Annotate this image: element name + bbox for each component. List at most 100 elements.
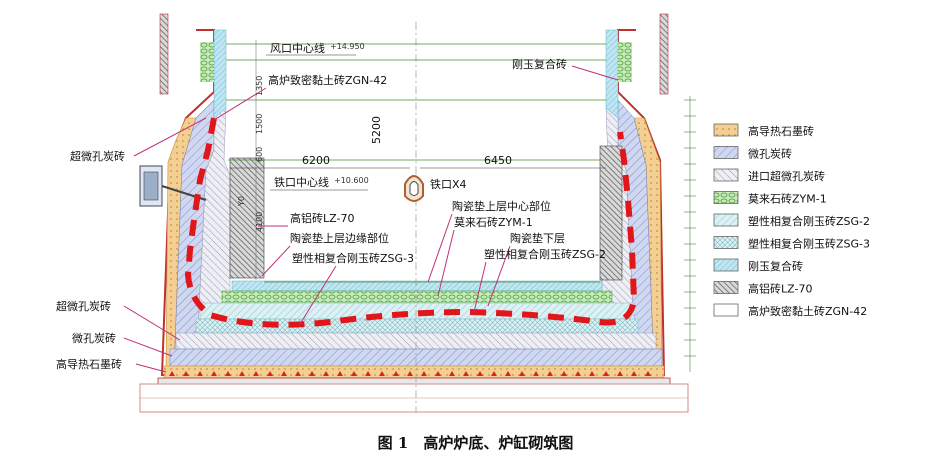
cooling-pipe-mark xyxy=(491,371,497,376)
cooling-pipe-mark xyxy=(239,371,245,376)
legend-swatch xyxy=(713,213,739,227)
legend-swatch xyxy=(713,168,739,182)
cooling-pipe-mark xyxy=(183,371,189,376)
alumina-wall-right xyxy=(599,145,623,281)
legend-label: 高导热石墨砖 xyxy=(748,124,814,138)
label-ceramic-lower: 陶瓷垫下层 xyxy=(510,231,565,245)
cooling-pipe-mark xyxy=(505,371,511,376)
taphole-shape xyxy=(404,175,424,202)
cooling-pipes xyxy=(169,371,651,376)
dim-600: 600 xyxy=(255,147,264,162)
cooling-plate xyxy=(157,377,671,385)
label-dense-clay: 高炉致密黏土砖ZGN-42 xyxy=(268,73,387,87)
top-column-left xyxy=(159,13,169,95)
cooling-pipe-mark xyxy=(603,371,609,376)
legend-swatch xyxy=(713,258,739,272)
cooling-pipe-mark xyxy=(589,371,595,376)
legend-swatch xyxy=(713,281,739,294)
legend-swatch xyxy=(713,123,739,137)
cooling-pipe-mark xyxy=(365,371,371,376)
label-mullite: 莫来石砖ZYM-1 xyxy=(454,215,533,229)
zsg3-layer xyxy=(195,318,639,334)
cooling-pipe-mark xyxy=(253,371,259,376)
label-high-alumina: 高铝砖LZ-70 xyxy=(290,211,354,225)
cooling-pipe-mark xyxy=(617,371,623,376)
zsg2-layer xyxy=(199,302,635,320)
cooling-pipe-mark xyxy=(295,371,301,376)
label-graphite-bottom: 高导热石墨砖 xyxy=(56,357,122,371)
cooling-pipe-mark xyxy=(547,371,553,376)
legend-label: 高炉致密黏土砖ZGN-42 xyxy=(748,304,867,318)
legend-item: 塑性相复合刚玉砖ZSG-2 xyxy=(713,213,870,228)
label-taphole-elev: +10.600 xyxy=(334,176,369,185)
cooling-pipe-mark xyxy=(435,371,441,376)
label-taphole-line: 铁口中心线 xyxy=(274,175,329,189)
legend-swatch xyxy=(713,146,739,159)
cooling-pipe-mark xyxy=(225,371,231,376)
mullite-band-left xyxy=(200,42,214,82)
label-d-6450: 6450 xyxy=(484,154,512,167)
ceramic-pad-upper xyxy=(231,280,603,292)
dim-1350: 1350 xyxy=(255,76,264,96)
label-micro-bottom: 微孔炭砖 xyxy=(72,331,116,345)
corundum-upper-left xyxy=(213,29,227,119)
legend-label: 塑性相复合刚玉砖ZSG-2 xyxy=(748,214,870,228)
legend-label: 塑性相复合刚玉砖ZSG-3 xyxy=(748,237,870,251)
dim-4100: 4100 xyxy=(255,212,264,232)
legend-item: 微孔炭砖 xyxy=(713,146,792,161)
cooling-pipe-mark xyxy=(337,371,343,376)
figure-caption: 图 1 高炉炉底、炉缸砌筑图 xyxy=(377,434,574,452)
cooling-pipe-mark xyxy=(561,371,567,376)
cooling-pipe-mark xyxy=(575,371,581,376)
legend-swatch xyxy=(713,191,739,204)
cooling-pipe-mark xyxy=(351,371,357,376)
cooling-pipe-mark xyxy=(519,371,525,376)
cooling-pipe-mark xyxy=(421,371,427,376)
cooling-pipe-mark xyxy=(407,371,413,376)
mullite-layer xyxy=(221,290,613,304)
legend-item: 塑性相复合刚玉砖ZSG-3 xyxy=(713,236,870,251)
label-tuyere-line: 风口中心线 xyxy=(270,41,325,55)
furnace-body xyxy=(139,13,689,413)
cooling-pipe-mark xyxy=(211,371,217,376)
cooling-pipe-mark xyxy=(267,371,273,376)
label-taphole: 铁口X4 xyxy=(430,178,467,191)
cooling-pipe-mark xyxy=(463,371,469,376)
legend-item: 高炉致密黏土砖ZGN-42 xyxy=(713,303,867,318)
erosion-line xyxy=(184,117,638,328)
label-tuyere-elev: +14.950 xyxy=(330,42,365,51)
legend-label: 微孔炭砖 xyxy=(748,147,792,161)
legend-label: 莫来石砖ZYM-1 xyxy=(748,192,827,206)
legend-swatch xyxy=(713,303,739,317)
cooling-pipe-mark xyxy=(169,371,175,376)
legend-swatch xyxy=(713,236,739,249)
cooling-pipe-mark xyxy=(393,371,399,376)
cooling-pipe-mark xyxy=(645,371,651,376)
dim-y0: Y0 xyxy=(237,196,246,207)
label-zsg3: 塑性相复合刚玉砖ZSG-3 xyxy=(292,251,414,265)
cooling-pipe-mark xyxy=(281,371,287,376)
legend-label: 进口超微孔炭砖 xyxy=(748,169,825,183)
label-ceramic-edge: 陶瓷垫上层边缘部位 xyxy=(290,231,389,245)
alumina-wall-left xyxy=(229,157,265,279)
legend-item: 高导热石墨砖 xyxy=(713,123,814,138)
cooling-pipe-mark xyxy=(477,371,483,376)
cooling-pipe-mark xyxy=(309,371,315,376)
cooling-pipe-mark xyxy=(533,371,539,376)
label-super-micro-top: 超微孔炭砖 xyxy=(70,149,125,163)
top-column-right xyxy=(659,13,669,95)
legend-item: 莫来石砖ZYM-1 xyxy=(713,191,827,206)
label-d-6200: 6200 xyxy=(302,154,330,167)
legend-item: 刚玉复合砖 xyxy=(713,258,803,273)
label-zsg2: 塑性相复合刚玉砖ZSG-2 xyxy=(484,247,606,261)
graphite-bottom xyxy=(163,365,665,379)
legend-item: 高铝砖LZ-70 xyxy=(713,281,812,296)
cooling-pipe-mark xyxy=(323,371,329,376)
level-lines xyxy=(226,43,606,283)
dim-1500: 1500 xyxy=(255,114,264,134)
dimension-ladder-right xyxy=(684,96,696,372)
label-corundum-top: 刚玉复合砖 xyxy=(512,57,567,71)
